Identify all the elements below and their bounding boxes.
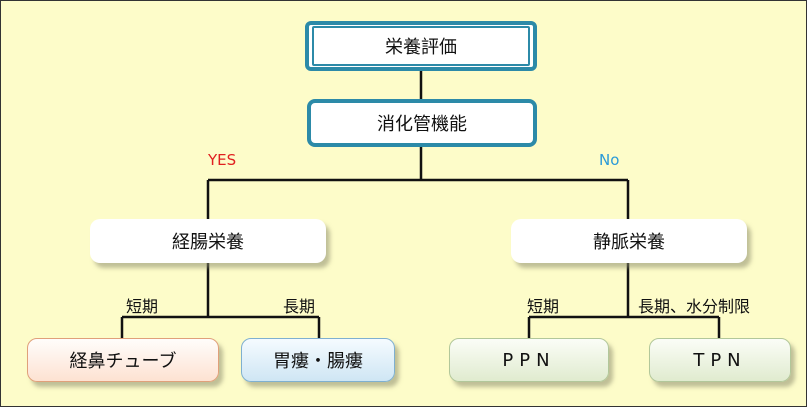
node-tpn: TPN [649,338,791,382]
node-gastrostomy: 胃瘻・腸瘻 [241,338,395,382]
label-enteral-short-term: 短期 [126,297,159,316]
node-nutrition-assessment: 栄養評価 [305,21,537,71]
label-parenteral-short-term: 短期 [527,297,560,316]
label-enteral-long-term: 長期 [283,297,316,316]
label-no: No [599,151,620,169]
node-ppn: PPN [449,338,609,382]
label-yes: YES [208,151,237,169]
label-parenteral-long-term: 長期、水分制限 [638,297,751,316]
node-parenteral-nutrition: 静脈栄養 [511,219,747,263]
node-nutrition-assessment-label: 栄養評価 [312,26,530,66]
node-gi-function: 消化管機能 [307,99,537,147]
node-enteral-nutrition: 経腸栄養 [90,219,326,263]
node-nasogastric-tube: 経鼻チューブ [27,338,219,382]
